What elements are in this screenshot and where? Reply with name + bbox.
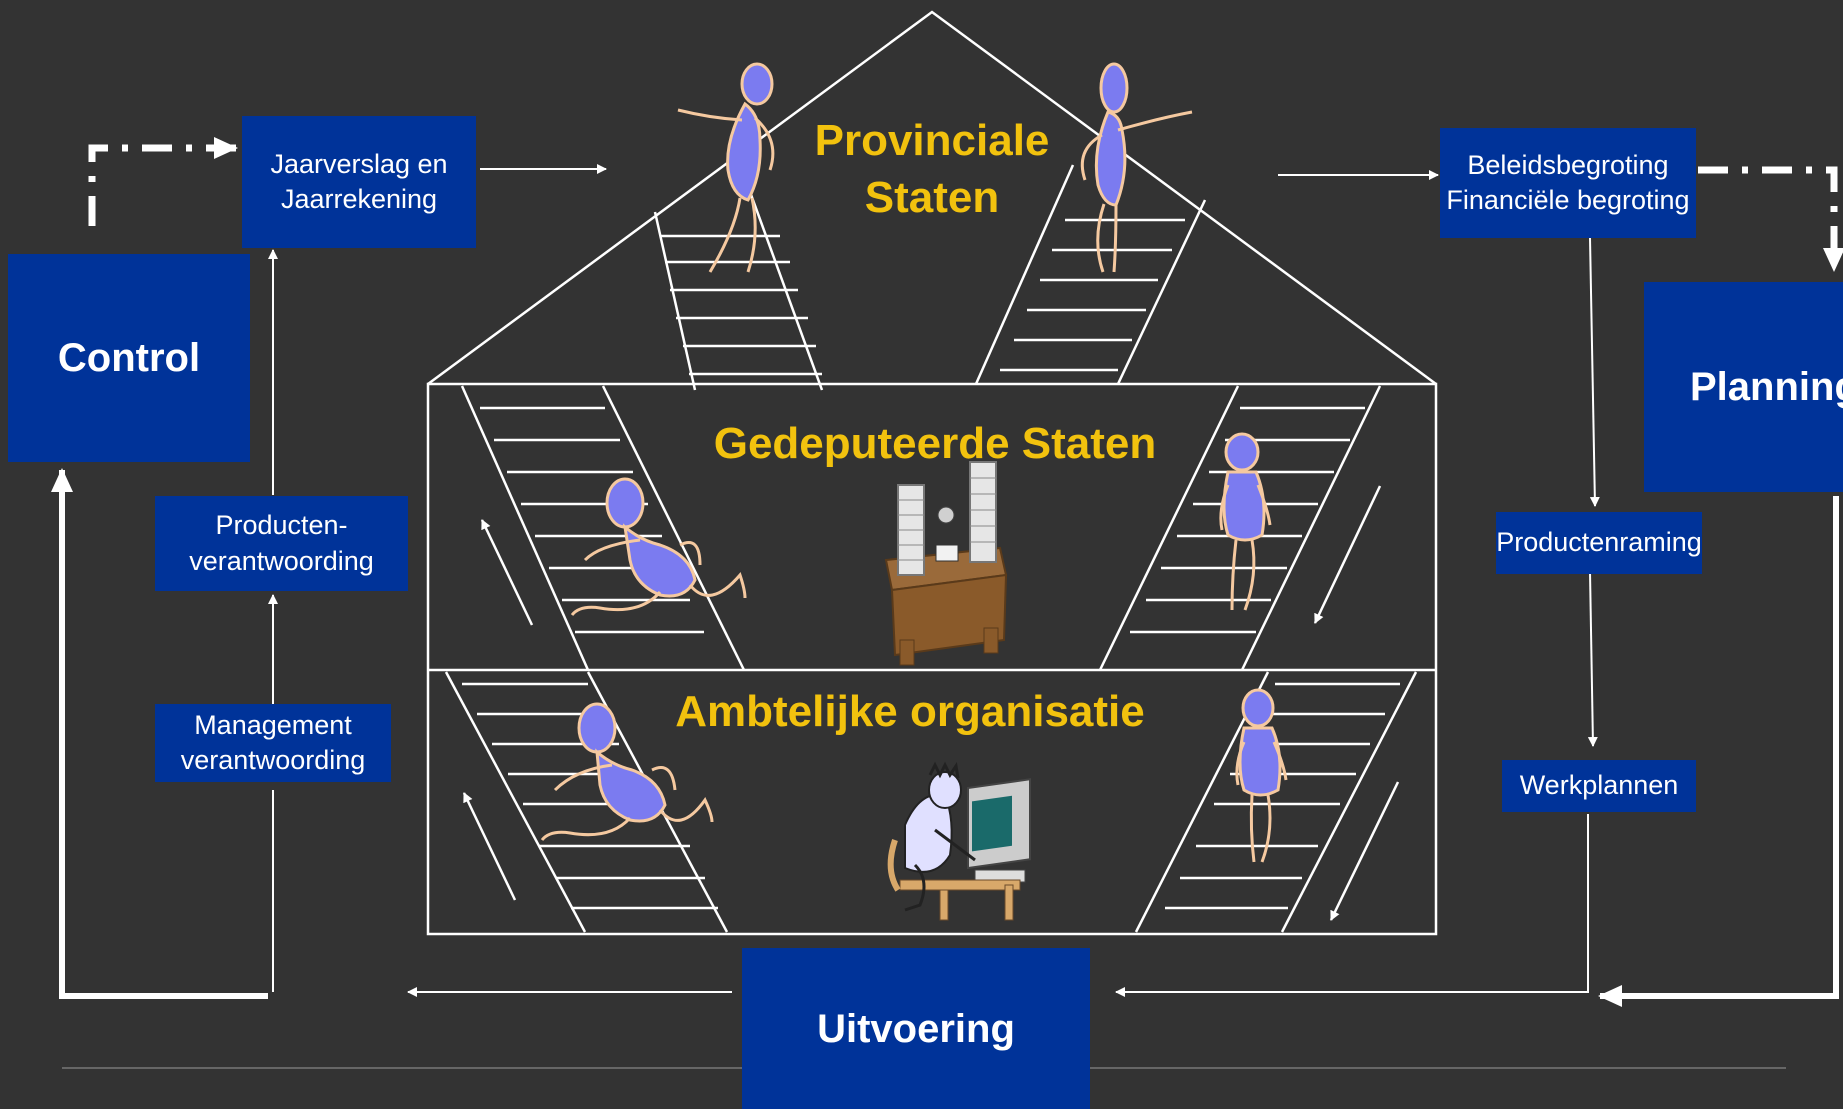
control-box: Control [8,254,250,462]
house-outline [426,10,1438,936]
planning-box: Planning [1644,282,1843,492]
productenraming-box: Productenraming [1496,512,1702,574]
jaarverslag-box: Jaarverslag en Jaarrekening [242,116,476,248]
producten-verantwoording-box: Producten- verantwoording [155,496,408,591]
figure-middle-right-icon [1219,432,1272,611]
management-verantwoording-box: Management verantwoording [155,704,391,782]
figure-bottom-left-icon [540,702,714,842]
inner-arrows [462,485,1400,921]
uitvoering-label: Uitvoering [817,1006,1015,1051]
producten-verantwoording-label: Producten- verantwoording [189,510,374,576]
figure-bottom-right-icon [1235,688,1288,863]
dashdot-arrows [88,137,1843,272]
jaarverslag-label: Jaarverslag en Jaarrekening [270,148,448,214]
beleidsbegroting-box: Beleidsbegroting Financiële begroting [1440,128,1696,238]
title-gedeputeerde-staten: Gedeputeerde Staten [713,419,1157,468]
title-provinciale-staten: Provinciale Staten [814,116,1050,223]
outer-loop-arrows [51,468,1839,1007]
figure-middle-left-icon [570,477,747,617]
uitvoering-box: Uitvoering [742,948,1090,1109]
figure-top-right-icon [1080,62,1193,273]
werkplannen-box: Werkplannen [1502,760,1696,812]
computer-worker-icon [887,761,1031,921]
productenraming-label: Productenraming [1496,527,1702,558]
desk-paper-stacks-icon [884,461,1008,666]
management-verantwoording-label: Management verantwoording [180,709,366,775]
figure-top-left-icon [677,62,775,273]
control-label: Control [57,336,201,380]
planning-label: Planning [1690,365,1843,409]
beleidsbegroting-label: Beleidsbegroting Financiële begroting [1446,149,1690,215]
title-ambtelijke-organisatie: Ambtelijke organisatie [675,687,1145,736]
werkplannen-label: Werkplannen [1519,770,1679,801]
flow-connectors [268,164,1600,997]
